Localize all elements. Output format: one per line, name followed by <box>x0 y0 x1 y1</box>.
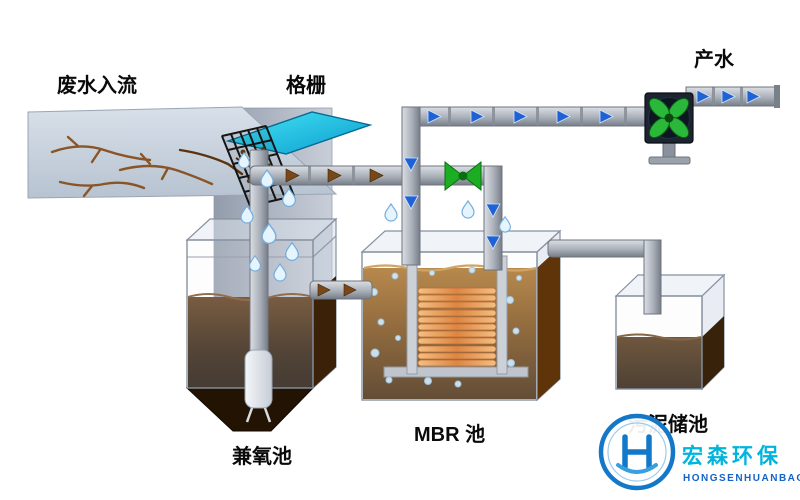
sludge-tank <box>614 273 726 391</box>
pipe-network <box>244 85 780 423</box>
flow-arrows-brown <box>285 168 384 297</box>
logo-swoosh-icon <box>616 463 658 474</box>
watermark-en-text: HONGSENHUANBAO <box>683 473 800 484</box>
valve-icon <box>444 160 482 192</box>
label-screen: 格栅 <box>286 73 326 97</box>
label-anoxic-tank: 兼氧池 <box>232 444 292 468</box>
submerged-mixer <box>244 349 273 423</box>
label-inflow: 废水入流 <box>57 73 137 97</box>
membrane-module <box>383 255 529 378</box>
label-mbr-tank: MBR 池 <box>414 423 485 446</box>
logo-h-icon <box>622 434 652 470</box>
diagram-labels: 废水入流 格栅 产水 兼氧池 MBR 池 污泥储池 <box>57 47 735 468</box>
label-product-water: 产水 <box>694 47 735 71</box>
watermark-cn-text: 宏森环保 <box>682 444 782 468</box>
watermark-logo: 宏森环保 HONGSENHUANBAO <box>598 413 800 491</box>
flow-arrows-blue <box>403 89 761 250</box>
aeration-bubbles <box>370 266 522 388</box>
mbr-tank <box>360 229 562 402</box>
fan-pump-icon <box>644 92 694 165</box>
